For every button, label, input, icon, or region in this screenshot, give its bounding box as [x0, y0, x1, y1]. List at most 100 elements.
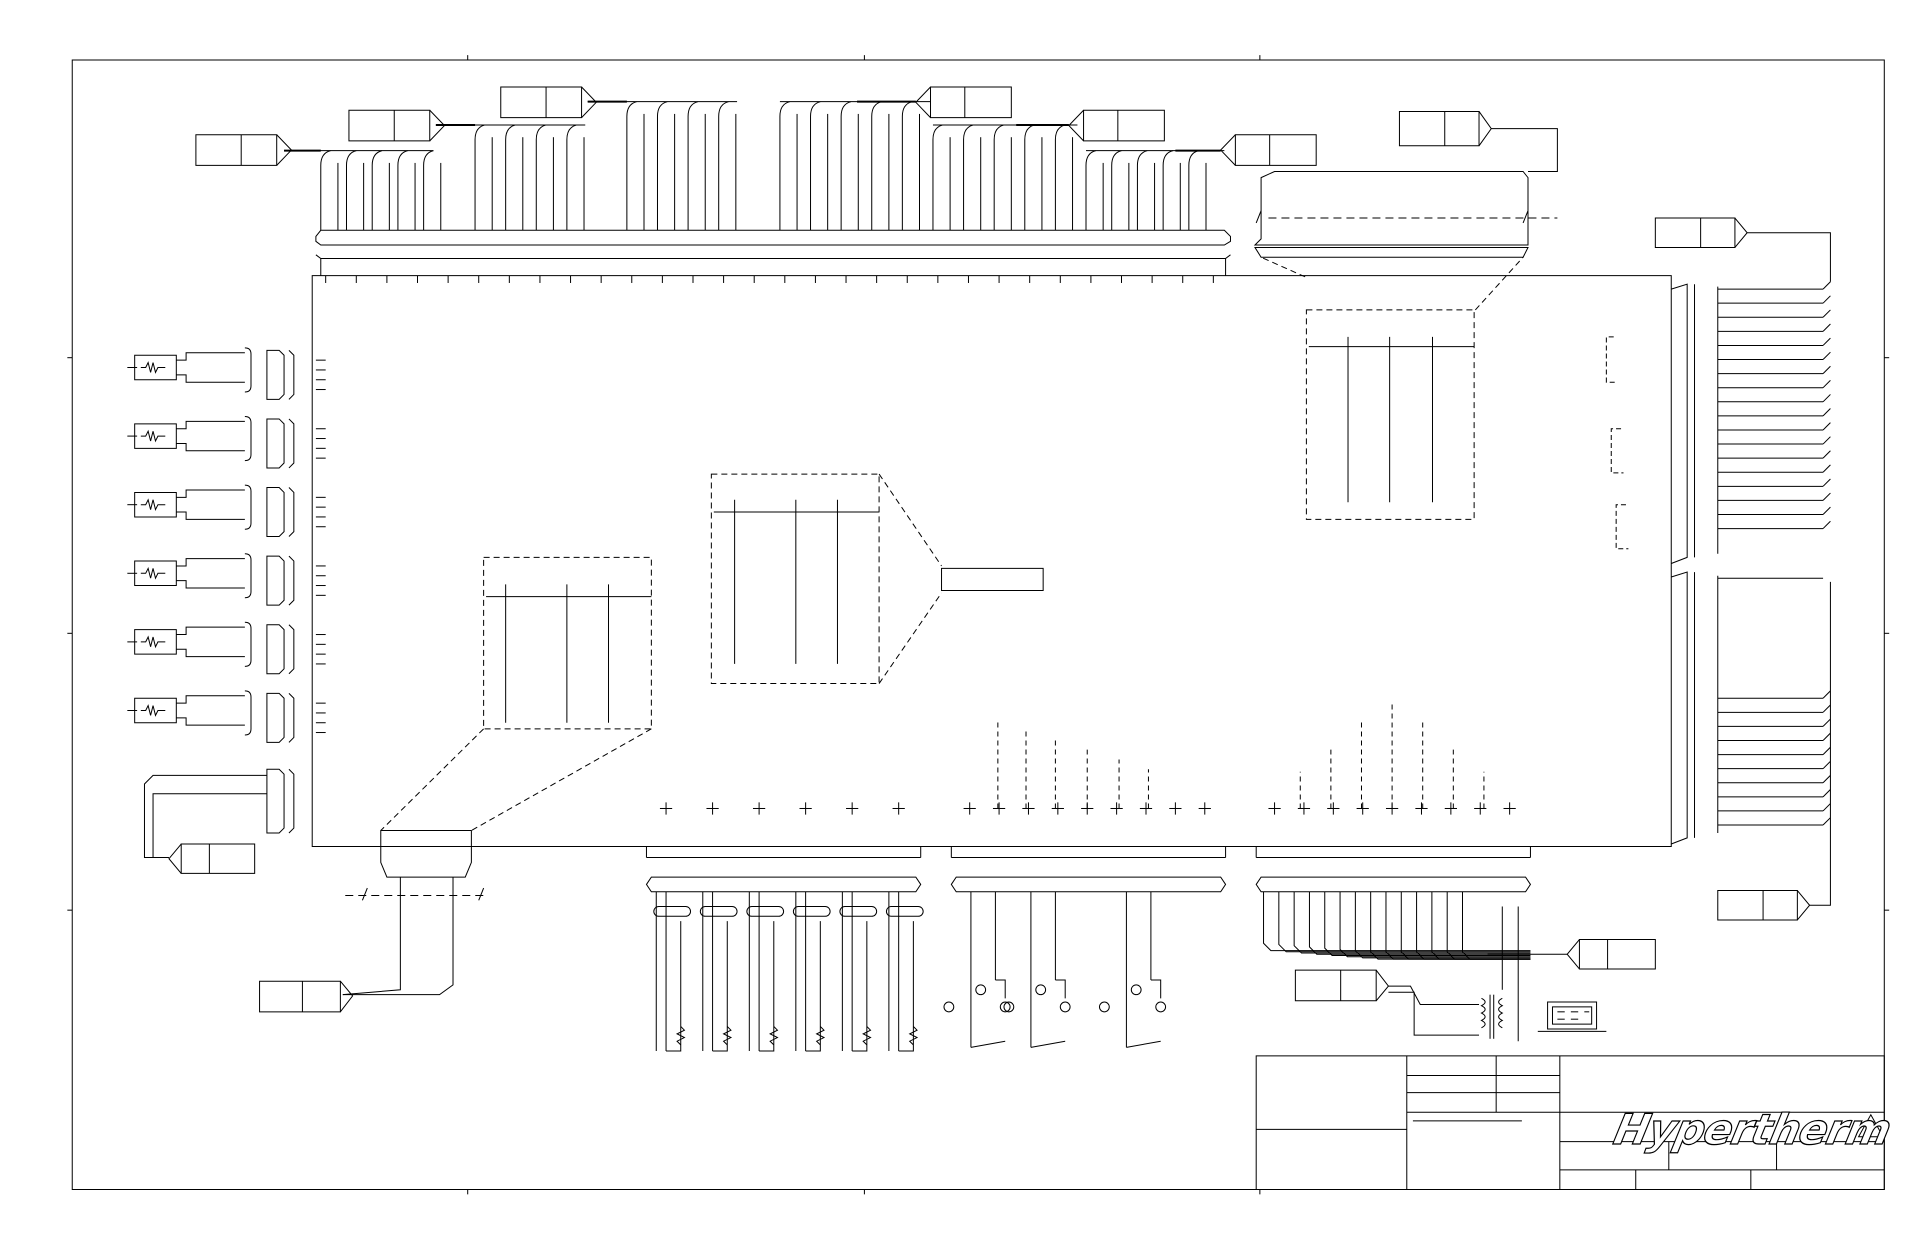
thermistor: [910, 1027, 917, 1045]
sensor-connector: [267, 625, 284, 674]
stack-wire: [1823, 733, 1830, 740]
logo-hypertherm: Hypertherm: [1609, 1104, 1895, 1154]
harness-wire: [1163, 151, 1173, 231]
harness-wire: [1340, 892, 1530, 957]
switch-contact: [944, 1002, 954, 1012]
harness-wire: [1371, 892, 1531, 959]
sensor-element: [141, 500, 165, 510]
sensor-wire: [176, 375, 245, 382]
thermistor: [817, 1027, 824, 1045]
sensor-connector: [267, 419, 284, 468]
sensor-wire: [176, 696, 245, 703]
harness-wire: [1462, 892, 1530, 959]
sensor-body: [135, 561, 177, 585]
harness-wire: [964, 125, 974, 230]
top-offpage-connectors: [196, 87, 1316, 165]
channel-wire: [666, 921, 681, 1051]
switch-blade: [1126, 1041, 1160, 1047]
channel-wire: [713, 921, 728, 1051]
sensor-body: [135, 698, 177, 722]
harness-wire: [1294, 892, 1530, 953]
channel-clip: [654, 906, 691, 916]
sensor-loop: [245, 691, 251, 735]
stack-wire: [1823, 789, 1830, 796]
sensor-body: [135, 355, 177, 379]
stack-wire: [1823, 493, 1830, 500]
stack-wire: [1823, 324, 1830, 331]
switch-wire: [1055, 980, 1065, 998]
channel-clip: [747, 906, 784, 916]
left-sensor-array: [127, 348, 325, 742]
harness-wire: [657, 102, 667, 231]
sensor-connector: [289, 693, 294, 742]
stack-wire: [1823, 761, 1830, 768]
connector-bar: [1256, 846, 1530, 857]
harness-wire: [780, 102, 790, 231]
stack-wire: [1823, 465, 1830, 472]
sensor-loop: [245, 416, 251, 460]
stack-wire: [1823, 804, 1830, 811]
offpage-connector: [349, 110, 430, 141]
left-center-module: [260, 557, 652, 1011]
offpage-connector: [1084, 110, 1165, 141]
switch-contact: [1000, 1002, 1010, 1012]
thermistor: [863, 1027, 870, 1045]
sensor-wire: [176, 559, 245, 566]
switch-blade: [971, 1041, 1005, 1047]
sensor-wire: [176, 353, 245, 360]
thermistor: [770, 1027, 777, 1045]
sensor-connector: [267, 350, 284, 399]
stack-wire: [1823, 296, 1830, 303]
harness-wire: [1055, 125, 1065, 230]
offpage-connector: [931, 87, 1012, 118]
stack-wire: [1823, 719, 1830, 726]
sensor-element: [141, 431, 165, 441]
stack-wire: [1823, 507, 1830, 514]
harness-wire: [1112, 151, 1122, 231]
stack-wire: [1823, 705, 1830, 712]
main-board: [312, 276, 1671, 847]
harness-wire: [1309, 892, 1530, 954]
center-module: [711, 474, 1043, 683]
stack-wire: [1823, 409, 1830, 416]
harness-wire: [1432, 892, 1531, 959]
harness-wire: [321, 151, 331, 231]
stack-wire: [1823, 818, 1830, 825]
stack-wire: [1823, 310, 1830, 317]
sensor-element: [141, 363, 165, 373]
channel-wire: [852, 921, 867, 1051]
harness-wire: [1325, 892, 1531, 956]
sensor-connector: [289, 419, 294, 468]
connector-bar: [646, 846, 920, 857]
harness-wire: [1279, 892, 1531, 952]
switch-contact: [976, 985, 986, 995]
channel-clip: [886, 906, 923, 916]
harness-wire: [398, 151, 408, 231]
harness-wire: [536, 125, 546, 230]
sensor-element: [141, 706, 165, 716]
stack-wire: [1823, 352, 1830, 359]
stack-wire: [1823, 437, 1830, 444]
stack-wire: [1823, 394, 1830, 401]
sensor-element: [141, 568, 165, 578]
harness-wire: [372, 151, 382, 231]
sensor-wire: [176, 581, 245, 588]
sheet-border: [67, 55, 1889, 1194]
left-lower-connector: [144, 769, 293, 873]
harness-wire: [1401, 892, 1530, 959]
sensor-connector: [289, 488, 294, 537]
channel-wire: [806, 921, 821, 1051]
connector-arrow: [1221, 135, 1236, 166]
harness-wire: [1025, 125, 1035, 230]
offpage-connector: [1235, 135, 1316, 166]
sensor-wire: [176, 718, 245, 725]
sensor-wire: [176, 421, 245, 428]
switch-contact: [1131, 985, 1141, 995]
sensor-body: [135, 492, 177, 516]
connector-bar: [646, 877, 920, 892]
sensor-loop: [245, 348, 251, 392]
sensor-connector: [267, 488, 284, 537]
sensor-connector: [267, 556, 284, 605]
harness-wire: [1386, 892, 1530, 959]
